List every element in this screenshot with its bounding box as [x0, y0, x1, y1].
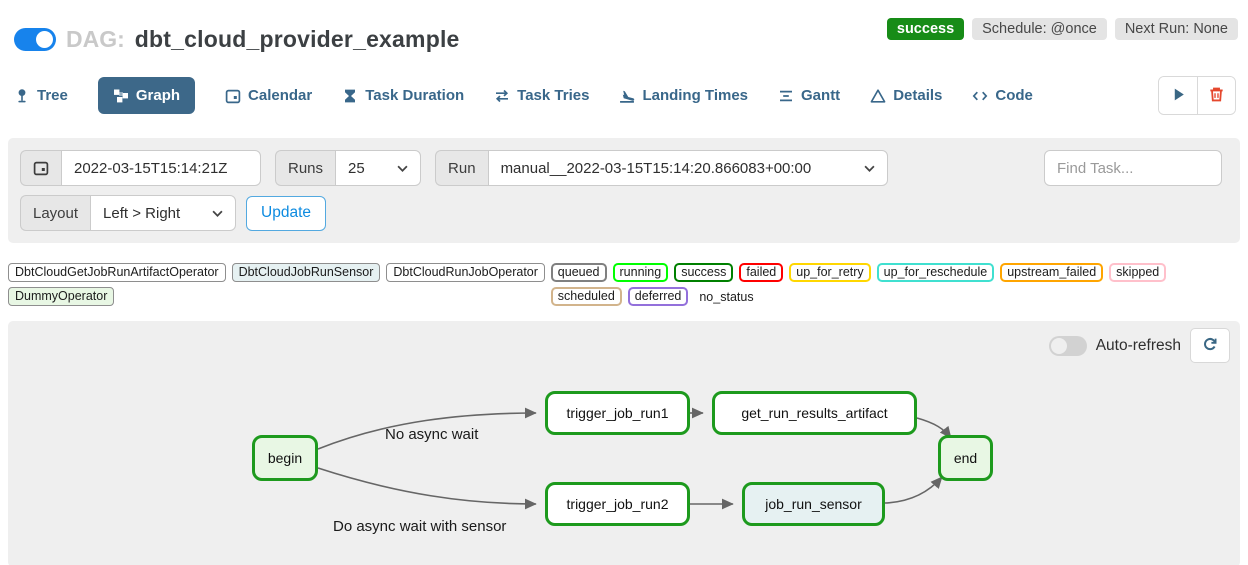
- tab-gantt[interactable]: Gantt: [778, 77, 840, 114]
- task-node-end[interactable]: end: [938, 435, 993, 481]
- view-tab-bar: Tree Graph Calendar Task Duration Task Tries…: [0, 76, 1248, 115]
- tab-label: Task Tries: [517, 87, 590, 104]
- landing-icon: [619, 88, 635, 104]
- trash-icon: [1208, 86, 1225, 106]
- operator-pill[interactable]: DbtCloudRunJobOperator: [386, 263, 545, 282]
- status-pill[interactable]: deferred: [627, 287, 689, 306]
- triangle-icon: [870, 88, 886, 104]
- layout-group: Layout Left > Right: [20, 195, 237, 231]
- task-node-get_run_results_artifact[interactable]: get_run_results_artifact: [712, 391, 917, 435]
- tab-label: Gantt: [801, 87, 841, 104]
- task-node-begin[interactable]: begin: [252, 435, 318, 481]
- tab-label: Calendar: [248, 87, 313, 104]
- chevron-down-icon: [397, 165, 408, 172]
- tab-label: Task Duration: [365, 87, 465, 104]
- edge-begin-trigger1: [317, 407, 537, 450]
- status-pill[interactable]: running: [612, 263, 669, 282]
- dag-action-buttons: [1158, 76, 1236, 115]
- no-status-label: no_status: [699, 289, 754, 304]
- task-node-job_run_sensor[interactable]: job_run_sensor: [742, 482, 885, 526]
- tree-icon: [14, 88, 30, 104]
- layout-select[interactable]: Left > Right: [90, 195, 237, 231]
- calendar-icon: [225, 88, 241, 104]
- task-node-trigger_job_run1[interactable]: trigger_job_run1: [545, 391, 690, 435]
- graph-icon: [113, 88, 129, 104]
- tab-code[interactable]: Code: [972, 77, 1033, 114]
- dag-header: DAG: dbt_cloud_provider_example success …: [0, 0, 1248, 53]
- status-pill[interactable]: success: [674, 263, 734, 282]
- toggle-knob: [1050, 337, 1067, 354]
- auto-refresh-label: Auto-refresh: [1095, 336, 1181, 354]
- status-pill[interactable]: queued: [550, 263, 607, 282]
- next-run-badge: Next Run: None: [1114, 18, 1238, 40]
- refresh-icon: [1202, 336, 1218, 355]
- task-node-trigger_job_run2[interactable]: trigger_job_run2: [545, 482, 690, 526]
- status-pill[interactable]: up_for_reschedule: [876, 263, 995, 282]
- edge-begin-trigger2: [317, 467, 537, 510]
- tab-task-duration[interactable]: Task Duration: [342, 77, 464, 114]
- dag-graph-panel: Auto-refresh No async wait Do async wait…: [8, 321, 1240, 565]
- legend: DbtCloudGetJobRunArtifactOperator DbtClou…: [8, 263, 1240, 306]
- num-runs-select[interactable]: 25: [335, 150, 422, 186]
- delete-dag-button[interactable]: [1197, 77, 1235, 114]
- status-pill[interactable]: up_for_retry: [789, 263, 871, 282]
- tab-task-tries[interactable]: Task Tries: [494, 77, 589, 114]
- auto-refresh-toggle[interactable]: [1048, 335, 1087, 356]
- page-title: dbt_cloud_provider_example: [134, 26, 460, 52]
- tab-details[interactable]: Details: [870, 77, 942, 114]
- runs-group: Runs 25: [275, 150, 422, 186]
- status-badge[interactable]: success: [886, 18, 965, 40]
- find-task-input[interactable]: [1044, 150, 1222, 186]
- tab-bar-items: Tree Graph Calendar Task Duration Task Tries…: [14, 77, 1033, 114]
- runs-label: Runs: [275, 150, 336, 186]
- tab-label: Landing Times: [642, 87, 749, 104]
- dag-prefix-label: DAG:: [66, 26, 125, 52]
- status-pill[interactable]: failed: [739, 263, 784, 282]
- toggle-knob: [36, 31, 53, 48]
- operator-pill[interactable]: DbtCloudJobRunSensor: [231, 263, 381, 282]
- layout-label: Layout: [20, 195, 91, 231]
- schedule-badge: Schedule: @once: [972, 18, 1107, 40]
- dag-edges: No async wait Do async wait with sensor: [317, 407, 952, 535]
- base-date-group: [20, 150, 261, 186]
- chevron-down-icon: [212, 210, 223, 217]
- tab-label: Code: [995, 87, 1033, 104]
- tab-tree[interactable]: Tree: [14, 77, 68, 114]
- graph-filter-panel: Runs 25 Run manual__2022-03-15T15:14:20.…: [8, 138, 1240, 243]
- edge-label-no-async: No async wait: [385, 426, 479, 443]
- dag-pause-toggle[interactable]: [14, 28, 56, 51]
- tab-label: Details: [893, 87, 943, 104]
- base-date-input[interactable]: [61, 150, 261, 186]
- dag-run-select[interactable]: manual__2022-03-15T15:14:20.866083+00:00: [487, 150, 888, 186]
- play-icon: [1170, 86, 1187, 106]
- update-button[interactable]: Update: [246, 195, 327, 231]
- status-pill[interactable]: skipped: [1109, 263, 1167, 282]
- tab-landing-times[interactable]: Landing Times: [619, 77, 748, 114]
- tab-label: Graph: [135, 87, 181, 104]
- tab-graph[interactable]: Graph: [97, 77, 196, 114]
- run-label: Run: [435, 150, 488, 186]
- trigger-dag-button[interactable]: [1159, 77, 1197, 114]
- repeat-icon: [494, 88, 510, 104]
- operator-pill[interactable]: DbtCloudGetJobRunArtifactOperator: [8, 263, 226, 282]
- gantt-icon: [778, 88, 794, 104]
- edge-sensor-end: [884, 476, 943, 504]
- refresh-button[interactable]: [1190, 328, 1230, 363]
- edge-label-async-sensor: Do async wait with sensor: [333, 518, 506, 535]
- operator-pill[interactable]: DummyOperator: [8, 287, 115, 306]
- status-legend: queued running success failed up_for_retry up…: [550, 263, 1240, 306]
- tab-label: Tree: [37, 87, 68, 104]
- chevron-down-icon: [864, 165, 875, 172]
- tab-calendar[interactable]: Calendar: [225, 77, 312, 114]
- code-icon: [972, 88, 988, 104]
- status-pill[interactable]: scheduled: [550, 287, 622, 306]
- operator-legend: DbtCloudGetJobRunArtifactOperator DbtClou…: [8, 263, 551, 306]
- status-pill[interactable]: upstream_failed: [1000, 263, 1104, 282]
- run-group: Run manual__2022-03-15T15:14:20.866083+0…: [435, 150, 888, 186]
- calendar-addon-icon: [20, 150, 61, 186]
- hourglass-icon: [342, 88, 358, 104]
